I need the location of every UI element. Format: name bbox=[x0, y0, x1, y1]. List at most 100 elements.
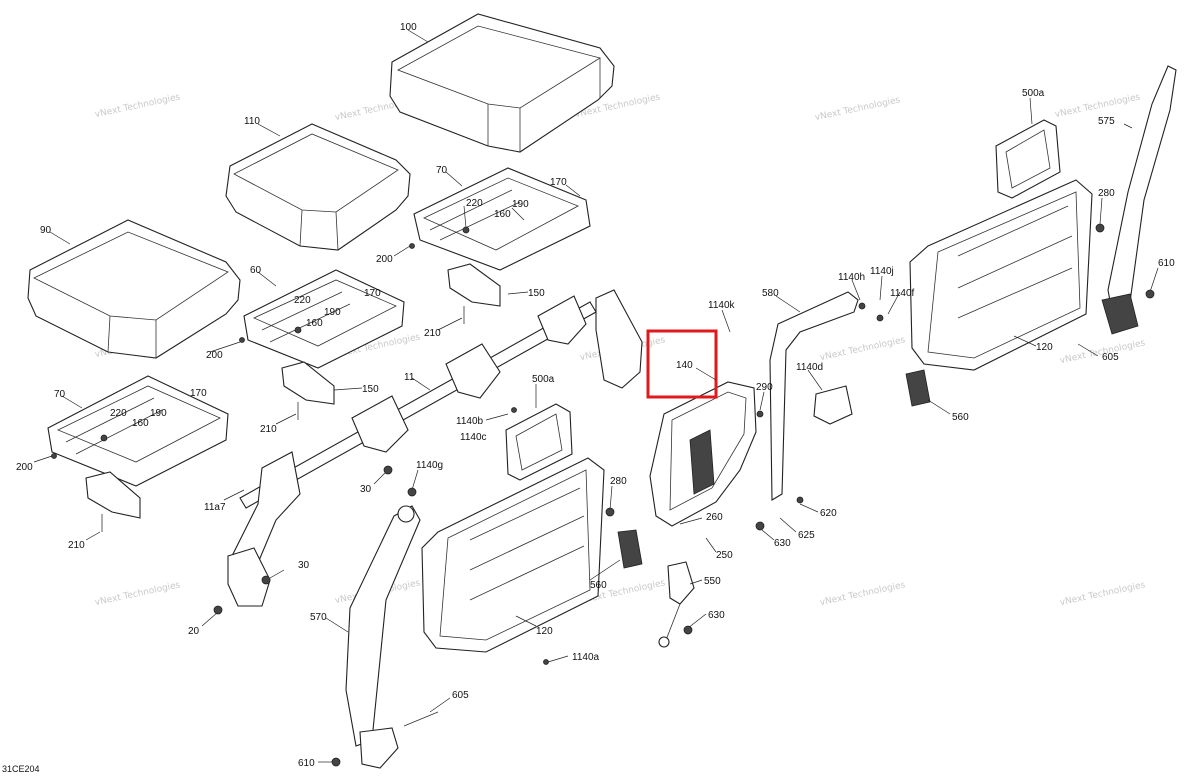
callout-160[interactable]: 160 bbox=[306, 318, 323, 329]
callout-280[interactable]: 280 bbox=[610, 476, 627, 487]
backrest-120-right[interactable] bbox=[909, 179, 1093, 371]
callout-605[interactable]: 605 bbox=[452, 690, 469, 701]
seat-belt-570[interactable] bbox=[345, 505, 439, 769]
callout-280[interactable]: 280 bbox=[1098, 188, 1115, 199]
belt-clip-560-middle[interactable] bbox=[617, 529, 643, 569]
callout-1140d[interactable]: 1140d bbox=[796, 362, 823, 373]
callout-30[interactable]: 30 bbox=[360, 484, 372, 495]
callout-170[interactable]: 170 bbox=[190, 388, 207, 399]
callout-560[interactable]: 560 bbox=[590, 580, 607, 591]
seat-frame-60[interactable] bbox=[243, 269, 405, 369]
highlight-box-140 bbox=[646, 329, 718, 399]
callout-210[interactable]: 210 bbox=[260, 424, 277, 435]
callout-250[interactable]: 250 bbox=[716, 550, 733, 561]
callout-100[interactable]: 100 bbox=[400, 22, 417, 33]
seat-cushion-110[interactable] bbox=[225, 123, 411, 251]
seat-cushion-100[interactable] bbox=[389, 13, 615, 153]
callout-570[interactable]: 570 bbox=[310, 612, 327, 623]
callout-60[interactable]: 60 bbox=[250, 265, 262, 276]
callout-150[interactable]: 150 bbox=[528, 288, 545, 299]
callout-220[interactable]: 220 bbox=[294, 295, 311, 306]
bracket-left[interactable] bbox=[85, 471, 141, 532]
callout-200[interactable]: 200 bbox=[376, 254, 393, 265]
seat-cushion-90[interactable] bbox=[27, 219, 241, 359]
watermark: vNext Technologies bbox=[814, 95, 901, 123]
seat-frame-70-top[interactable] bbox=[413, 167, 591, 271]
callout-550[interactable]: 550 bbox=[704, 576, 721, 587]
callout-1140g[interactable]: 1140g bbox=[416, 460, 443, 471]
callout-190[interactable]: 190 bbox=[512, 199, 529, 210]
svg-text:vNext Technologies: vNext Technologies bbox=[819, 335, 906, 363]
callout-11[interactable]: 11 bbox=[404, 372, 415, 383]
callout-500a[interactable]: 500a bbox=[532, 374, 555, 385]
svg-text:vNext Technologies: vNext Technologies bbox=[94, 580, 181, 608]
callout-70[interactable]: 70 bbox=[436, 165, 448, 176]
seat-belt-580[interactable] bbox=[769, 291, 859, 501]
callout-210[interactable]: 210 bbox=[68, 540, 85, 551]
seat-belt-575[interactable] bbox=[1101, 65, 1177, 335]
callout-625[interactable]: 625 bbox=[798, 530, 815, 541]
callout-210[interactable]: 210 bbox=[424, 328, 441, 339]
callout-500a[interactable]: 500a bbox=[1022, 88, 1045, 99]
callout-1140k[interactable]: 1140k bbox=[708, 300, 736, 311]
callout-150[interactable]: 150 bbox=[362, 384, 379, 395]
callout-1140c[interactable]: 1140c bbox=[460, 432, 487, 443]
bracket-150-top[interactable] bbox=[447, 263, 501, 324]
callout-160[interactable]: 160 bbox=[132, 418, 149, 429]
callout-1140a[interactable]: 1140a bbox=[572, 652, 600, 663]
headrest-500a-middle[interactable] bbox=[505, 403, 573, 481]
callout-630[interactable]: 630 bbox=[708, 610, 725, 621]
seat-base-frame-11[interactable] bbox=[227, 289, 643, 607]
svg-text:vNext Technologies: vNext Technologies bbox=[1059, 580, 1146, 608]
callout-90[interactable]: 90 bbox=[40, 225, 52, 236]
backrest-140[interactable] bbox=[649, 381, 757, 527]
callout-190[interactable]: 190 bbox=[150, 408, 167, 419]
backrest-120-middle[interactable] bbox=[421, 457, 605, 653]
callout-140[interactable]: 140 bbox=[676, 360, 693, 371]
callout-290[interactable]: 290 bbox=[756, 382, 773, 393]
callout-120[interactable]: 120 bbox=[536, 626, 553, 637]
callout-110[interactable]: 110 bbox=[244, 116, 260, 127]
callout-200[interactable]: 200 bbox=[206, 350, 223, 361]
watermark: vNext Technologies bbox=[819, 580, 906, 608]
callout-610[interactable]: 610 bbox=[298, 758, 315, 769]
callout-605[interactable]: 605 bbox=[1102, 352, 1119, 363]
svg-text:vNext Technologies: vNext Technologies bbox=[94, 92, 181, 120]
callout-160[interactable]: 160 bbox=[494, 209, 511, 220]
callout-630[interactable]: 630 bbox=[774, 538, 791, 549]
callout-120[interactable]: 120 bbox=[1036, 342, 1053, 353]
headrest-500a-right[interactable] bbox=[995, 119, 1061, 199]
callout-220[interactable]: 220 bbox=[110, 408, 127, 419]
callout-220[interactable]: 220 bbox=[466, 198, 483, 209]
callout-575[interactable]: 575 bbox=[1098, 116, 1115, 127]
belt-clip-560-right[interactable] bbox=[905, 369, 931, 407]
callout-1140f[interactable]: 1140f bbox=[890, 288, 915, 299]
callout-1140j[interactable]: 1140j bbox=[870, 266, 894, 277]
callout-200[interactable]: 200 bbox=[16, 462, 33, 473]
callout-190[interactable]: 190 bbox=[324, 307, 341, 318]
diagram-code: 31CE204 bbox=[2, 764, 40, 774]
callout-1140b[interactable]: 1140b bbox=[456, 416, 484, 427]
callout-1140h[interactable]: 1140h bbox=[838, 272, 865, 283]
callout-70[interactable]: 70 bbox=[54, 389, 66, 400]
seat-frame-70-left[interactable] bbox=[47, 375, 229, 487]
watermark: vNext Technologies bbox=[1059, 580, 1146, 608]
callout-620[interactable]: 620 bbox=[820, 508, 837, 519]
bracket-150-middle[interactable] bbox=[281, 361, 335, 420]
callout-labels: 100 110 90 70 170 190 220 160 200 150 21… bbox=[16, 22, 1175, 769]
callout-170[interactable]: 170 bbox=[550, 177, 567, 188]
hardware bbox=[51, 223, 1155, 767]
callout-20[interactable]: 20 bbox=[188, 626, 200, 637]
callout-580[interactable]: 580 bbox=[762, 288, 779, 299]
watermark: vNext Technologies bbox=[819, 335, 906, 363]
callout-260[interactable]: 260 bbox=[706, 512, 723, 523]
callout-170[interactable]: 170 bbox=[364, 288, 381, 299]
seat-belt-buckle-550[interactable] bbox=[658, 561, 695, 648]
callout-610[interactable]: 610 bbox=[1158, 258, 1175, 269]
leader-lines bbox=[33, 29, 1159, 763]
callout-30[interactable]: 30 bbox=[298, 560, 310, 571]
callout-560[interactable]: 560 bbox=[952, 412, 969, 423]
callout-11a7[interactable]: 11a7 bbox=[204, 502, 226, 513]
